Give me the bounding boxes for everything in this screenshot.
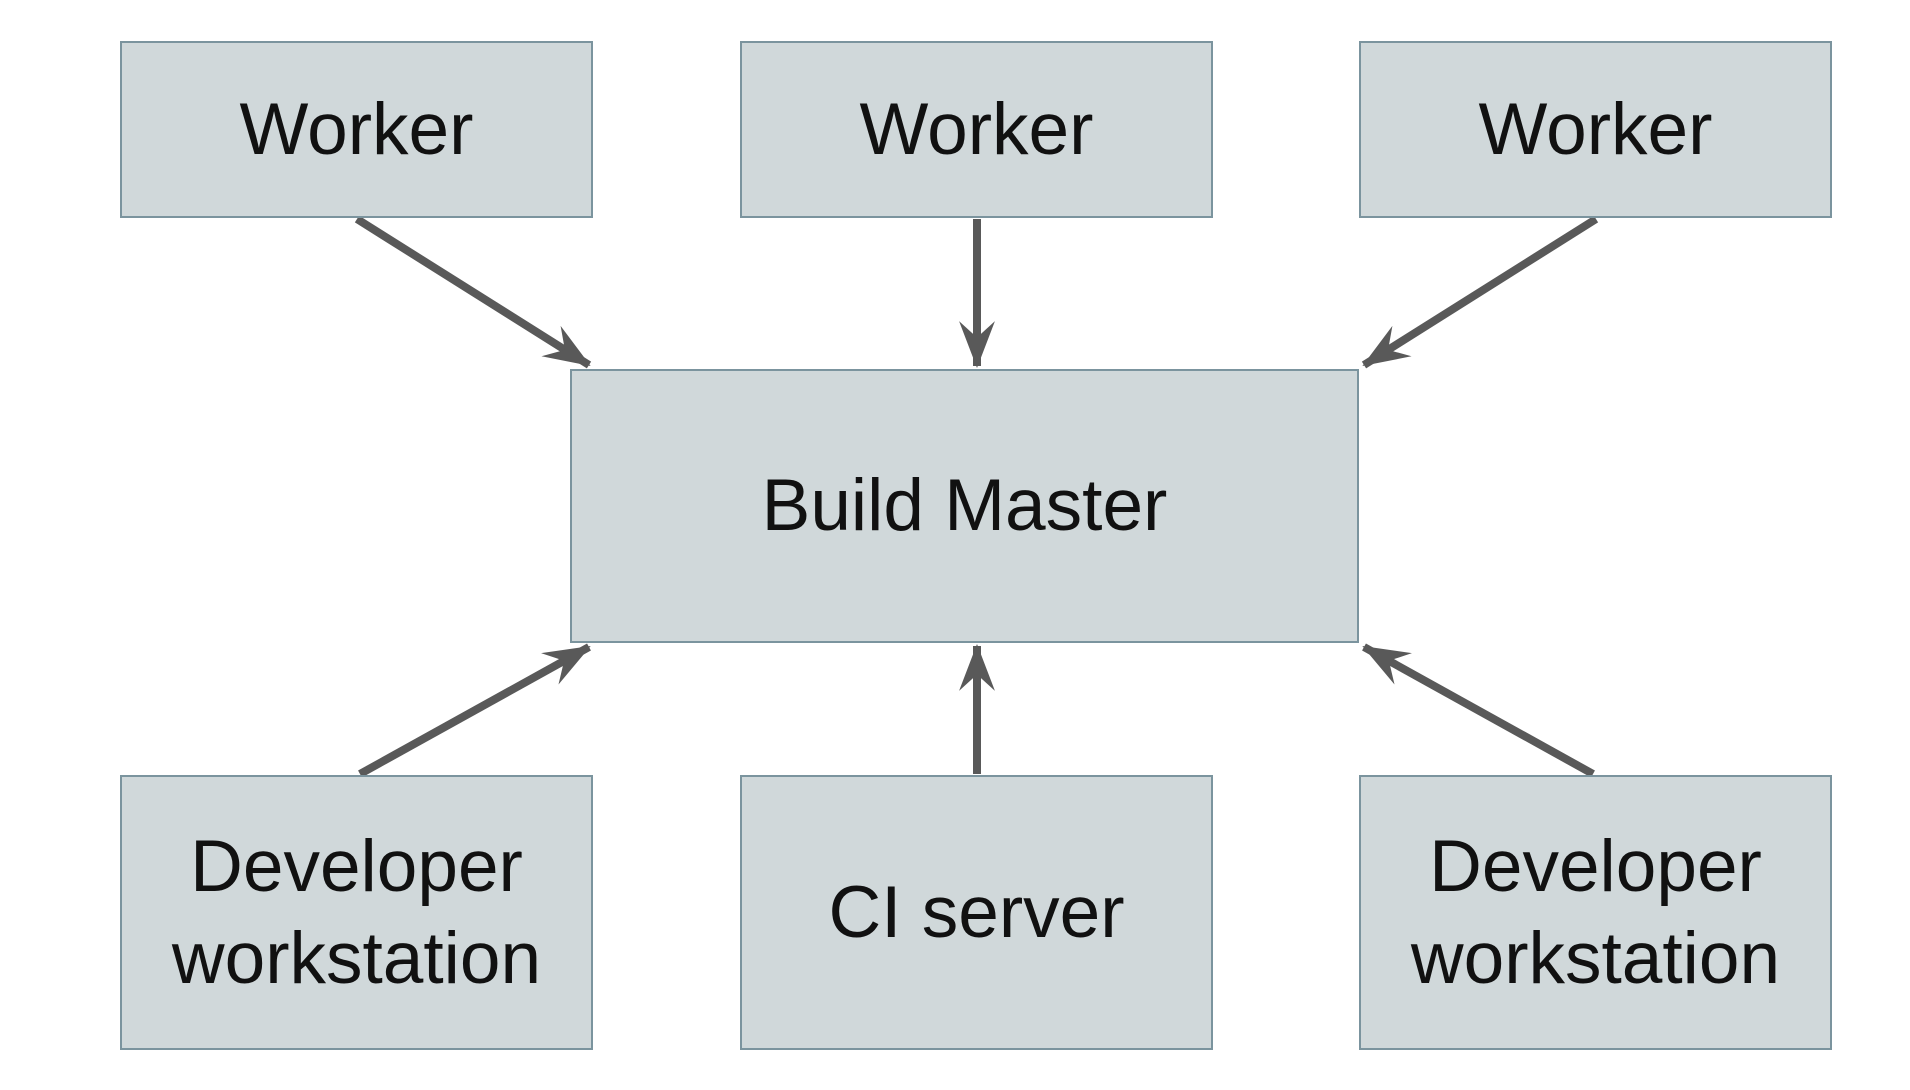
node-worker-3: Worker [1359,41,1832,218]
node-developer-workstation-2: Developer workstation [1359,775,1832,1050]
node-developer-workstation-1-label: Developer workstation [171,825,542,999]
edge-worker-3-to-build-master [1361,215,1599,369]
node-worker-1: Worker [120,41,593,218]
edge-developer-workstation-2-to-build-master [1362,643,1595,778]
node-worker-2-label: Worker [859,88,1094,170]
node-worker-1-label: Worker [239,88,474,170]
node-ci-server: CI server [740,775,1213,1050]
edge-worker-1-to-build-master [354,215,592,369]
node-build-master-label: Build Master [761,465,1168,547]
node-developer-workstation-1: Developer workstation [120,775,593,1050]
node-ci-server-label: CI server [828,871,1125,953]
node-worker-3-label: Worker [1478,88,1713,170]
edge-developer-workstation-1-to-build-master [358,643,591,778]
node-worker-2: Worker [740,41,1213,218]
node-developer-workstation-2-label: Developer workstation [1410,825,1781,999]
node-build-master: Build Master [570,369,1359,643]
